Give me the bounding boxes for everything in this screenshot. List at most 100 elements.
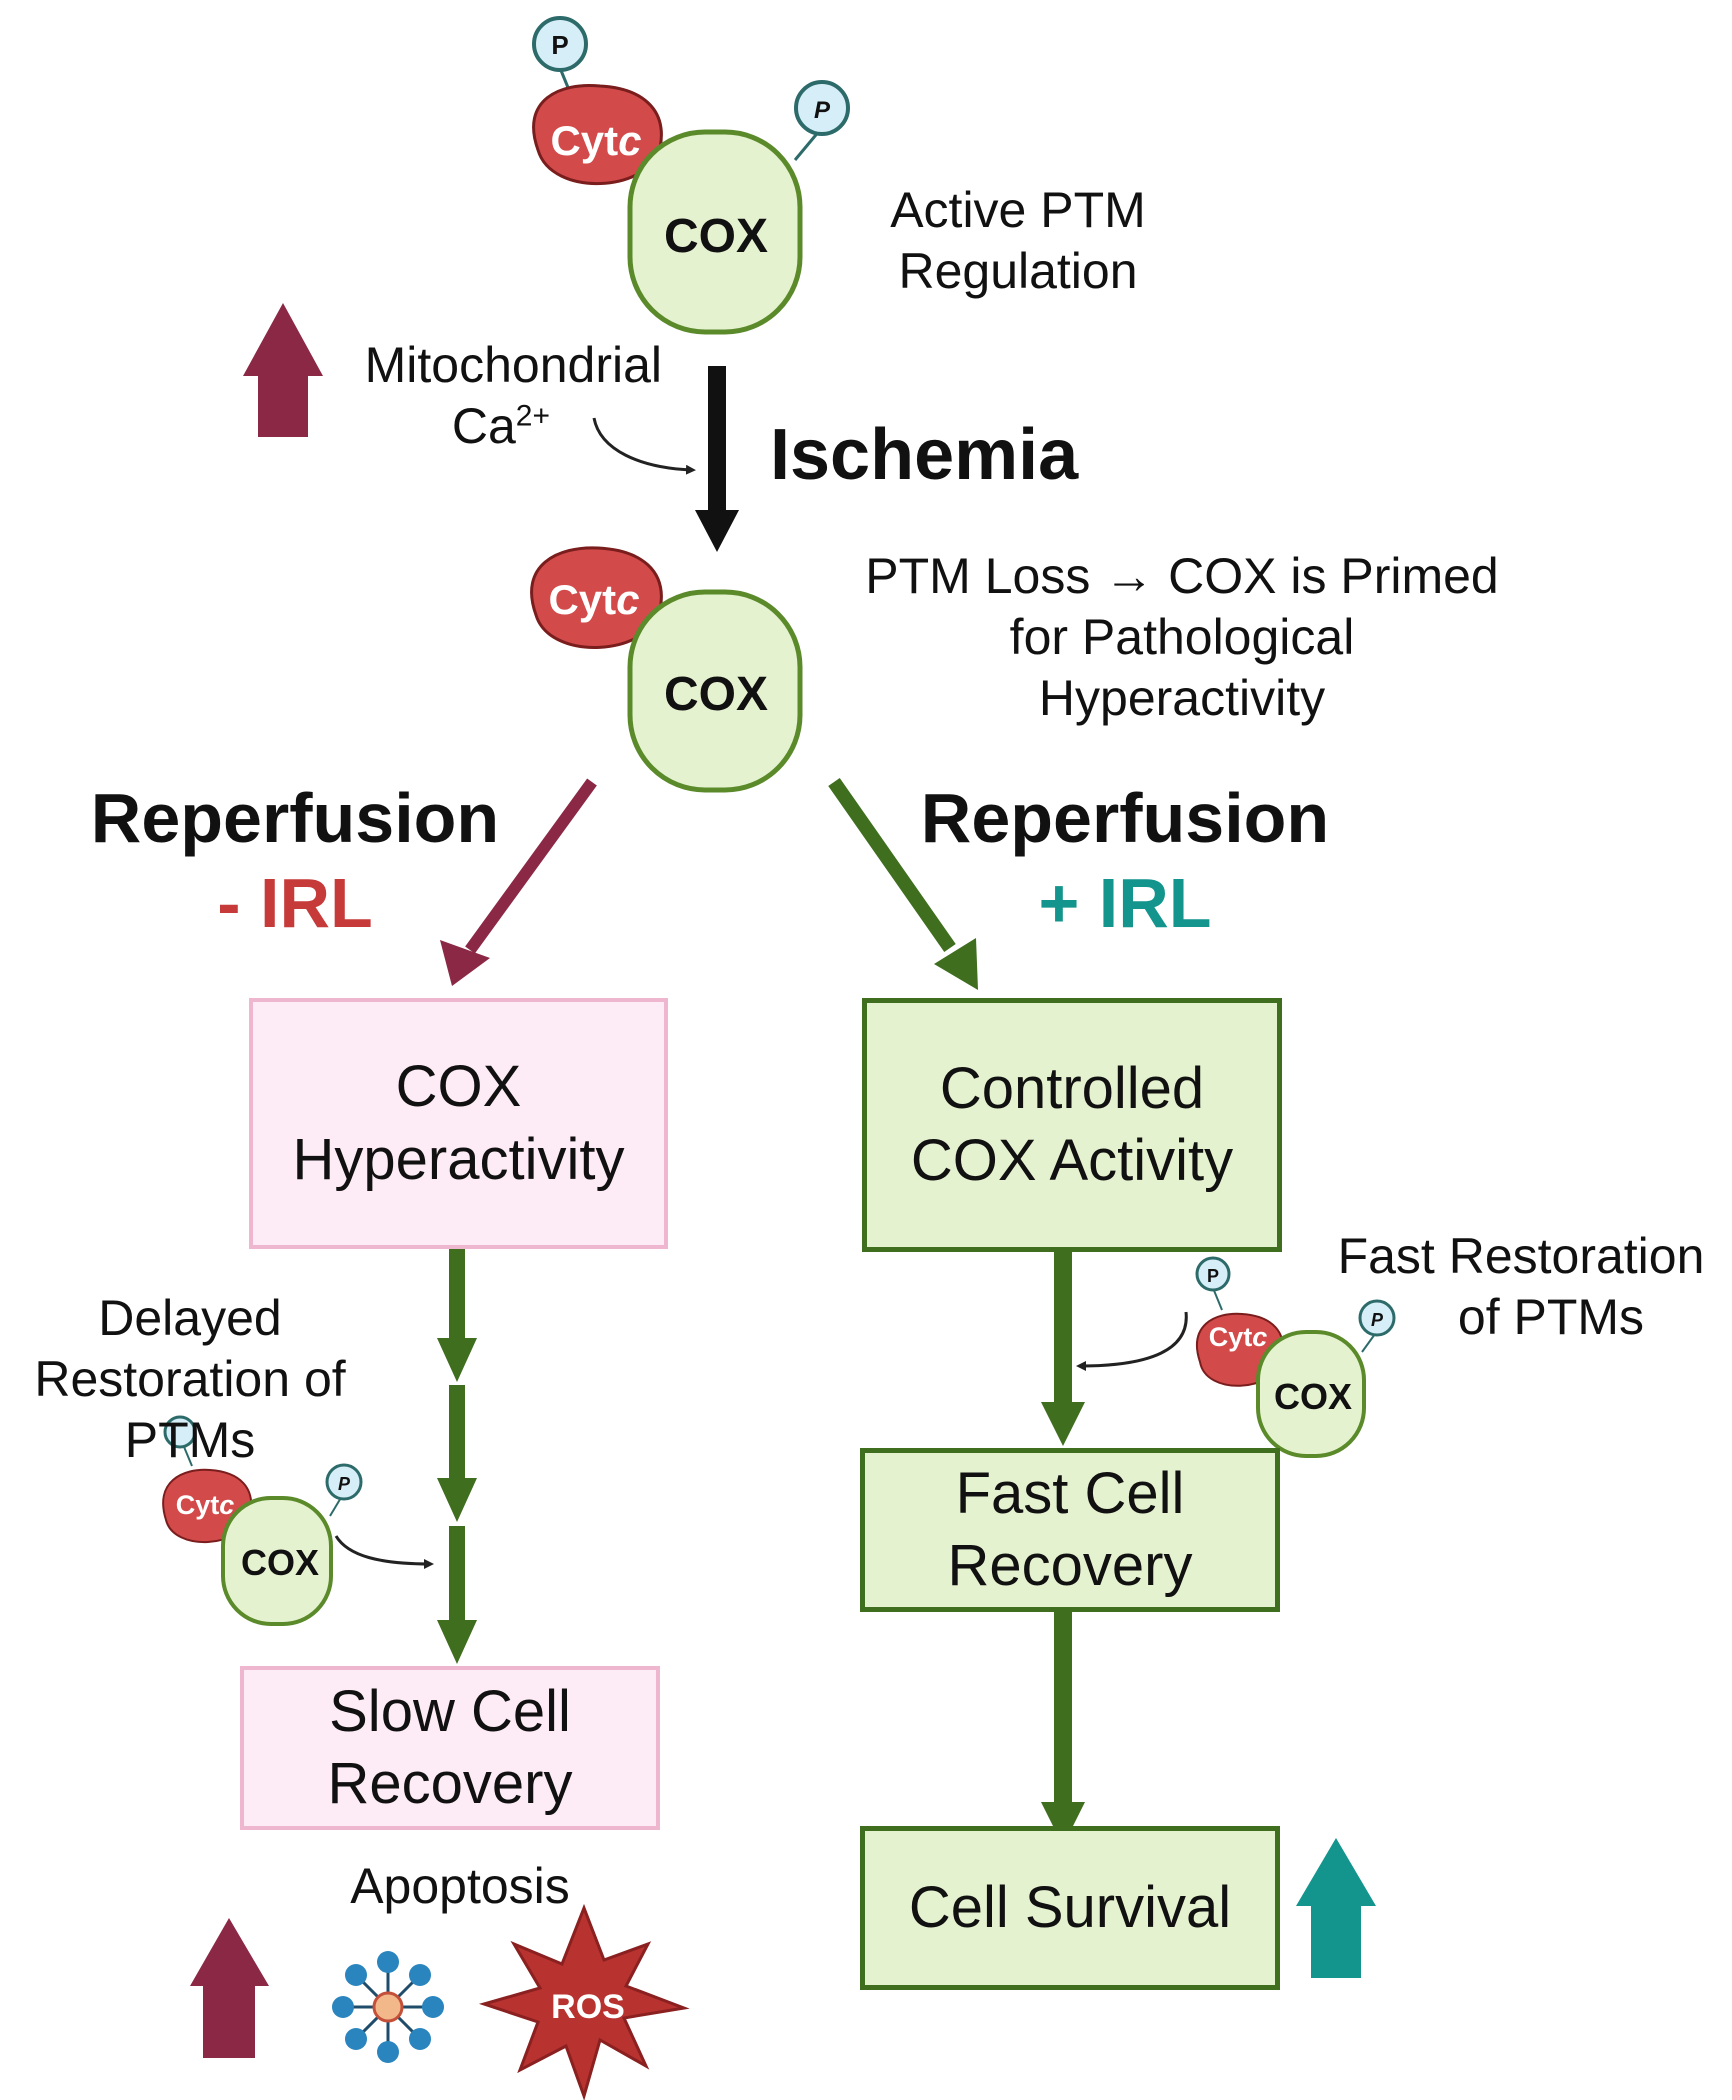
cox-protein-primed: [627, 589, 803, 793]
primed-label: PTM Loss → COX is Primed for Pathologica…: [832, 546, 1532, 729]
micelle-head-1: [332, 1996, 354, 2018]
controlled-activity-line-1: Controlled: [939, 1055, 1205, 1121]
micelle-head-3: [377, 1951, 399, 1973]
primed-line-1: PTM Loss → COX is Primed: [865, 548, 1499, 604]
reperfusion-plus-arrow-head: [934, 938, 978, 990]
cytc-label-left: Cytc: [176, 1490, 235, 1520]
minus-irl-label: - IRL: [217, 864, 373, 943]
right-progress-arrows: [1041, 1250, 1085, 1846]
primed-line-3: Hyperactivity: [1038, 670, 1326, 726]
phospho-label-right-1: P: [1207, 1266, 1219, 1286]
cytc-protein-top: [532, 83, 663, 185]
phospho-icon-left-1: [163, 1415, 197, 1449]
cox-hyperactivity-box: COX Hyperactivity: [249, 998, 668, 1249]
phospho-link-right-2: [1361, 1333, 1376, 1353]
controlled-activity-box: Controlled COX Activity: [862, 998, 1282, 1252]
left-arrow-1-head: [437, 1338, 477, 1382]
delayed-restoration-label: Delayed Restoration of PTMs: [10, 1288, 370, 1471]
reperfusion-minus-arrow-head: [440, 940, 490, 986]
micelle-head-6: [409, 2028, 431, 2050]
calcium-up-arrow: [243, 303, 323, 437]
phospho-label-1: P: [551, 30, 568, 60]
phospho-label-2: P: [814, 97, 831, 124]
right-reperfusion-label: Reperfusion + IRL: [880, 776, 1370, 947]
calcium-symbol: Ca: [451, 398, 516, 454]
membrane-micelle-icon: [332, 1951, 444, 2063]
delayed-line-3: PTMs: [124, 1412, 256, 1468]
slow-recovery-line-1: Slow Cell: [329, 1678, 571, 1744]
calcium-line-1: Mitochondrial: [364, 337, 662, 393]
active-ptm-line-2: Regulation: [898, 243, 1138, 299]
slow-recovery-line-2: Recovery: [327, 1751, 573, 1816]
apoptosis-label: Apoptosis: [350, 1858, 570, 1914]
reperfusion-plus-arrow-shaft: [828, 777, 956, 953]
left-arrow-3-head: [437, 1620, 477, 1664]
cox-hyperactivity-line-2: Hyperactivity: [292, 1126, 625, 1192]
left-arrow-2-shaft: [449, 1385, 465, 1481]
left-reperfusion-text: Reperfusion: [90, 779, 500, 857]
phospho-icon-2: [794, 80, 850, 136]
right-arrow-1-head: [1041, 1402, 1085, 1446]
ros-label: ROS: [551, 1988, 625, 2026]
delayed-line-2: Restoration of: [34, 1351, 346, 1407]
survival-up-arrow: [1296, 1838, 1376, 1978]
right-arrow-2-shaft: [1054, 1612, 1072, 1810]
delayed-restoration-arrow: [334, 1535, 434, 1569]
calcium-charge: 2+: [515, 399, 550, 433]
phospho-link-right-1: [1212, 1287, 1223, 1311]
cox-label-left: COX: [241, 1542, 319, 1583]
ischemia-arrow-shaft: [708, 366, 726, 514]
cox-protein-left: [221, 1496, 333, 1626]
cytc-protein-primed: [530, 546, 663, 649]
phospho-icon-right-1: [1195, 1256, 1231, 1292]
cox-protein-right: [1256, 1330, 1366, 1458]
fast-recovery-line-2: Recovery: [947, 1533, 1193, 1598]
micelle-head-8: [345, 2028, 367, 2050]
small-complex-left: P Cytc COX: [162, 1415, 434, 1626]
fast-recovery-line-1: Fast Cell: [955, 1460, 1185, 1526]
active-ptm-label: Active PTM Regulation: [858, 180, 1178, 302]
apoptosis-up-arrow: [190, 1918, 269, 2058]
cox-label-top: COX: [664, 210, 768, 263]
active-ptm-line-1: Active PTM: [890, 182, 1146, 238]
primed-complex: Cytc COX: [530, 546, 803, 793]
ischemia-label: Ischemia: [770, 415, 1079, 495]
micelle-head-2: [345, 1964, 367, 1986]
left-reperfusion-label: Reperfusion - IRL: [60, 776, 530, 947]
ischemia-arrow-head: [695, 510, 739, 552]
phospho-label-left-2: P: [338, 1474, 351, 1494]
cox-label-primed: COX: [664, 668, 768, 721]
cox-label-right: COX: [1274, 1376, 1352, 1417]
left-arrow-3-shaft: [449, 1526, 465, 1624]
cell-survival-box: Cell Survival: [860, 1826, 1280, 1990]
delayed-line-1: Delayed: [98, 1290, 282, 1346]
phospho-icon-right-2: [1358, 1299, 1396, 1337]
small-complex-right: P P Cytc COX: [1076, 1256, 1396, 1458]
top-complex: P P Cytc COX: [532, 16, 850, 335]
calcium-label: Mitochondrial Ca2+: [322, 335, 662, 457]
plus-irl-label: + IRL: [1038, 864, 1212, 943]
fast-restoration-line-2: of PTMs: [1457, 1289, 1645, 1345]
fast-restoration-line-1: Fast Restoration: [1337, 1228, 1705, 1284]
left-progress-arrows: [437, 1246, 477, 1664]
phospho-icon-1: [532, 16, 588, 72]
left-arrow-2-head: [437, 1478, 477, 1522]
micelle-head-4: [409, 1964, 431, 1986]
micelle-head-7: [377, 2041, 399, 2063]
slow-recovery-box: Slow Cell Recovery: [240, 1666, 660, 1830]
controlled-activity-line-2: COX Activity: [910, 1128, 1234, 1193]
left-arrow-1-shaft: [449, 1246, 465, 1342]
phospho-icon-left-2: [325, 1463, 363, 1501]
fast-restoration-label: Fast Restoration of PTMs: [1316, 1226, 1726, 1348]
calcium-line-2: Ca2+: [322, 396, 662, 457]
calcium-curved-arrow: [592, 417, 696, 475]
right-arrow-1-shaft: [1054, 1250, 1072, 1410]
micelle-core: [372, 1991, 404, 2023]
fast-recovery-box: Fast Cell Recovery: [860, 1448, 1280, 1612]
right-arrow-2-head: [1041, 1802, 1085, 1846]
cytc-label-right: Cytc: [1209, 1322, 1268, 1352]
micelle-head-5: [422, 1996, 444, 2018]
cell-survival-text: Cell Survival: [908, 1874, 1232, 1940]
fast-restoration-arrow: [1076, 1311, 1188, 1371]
